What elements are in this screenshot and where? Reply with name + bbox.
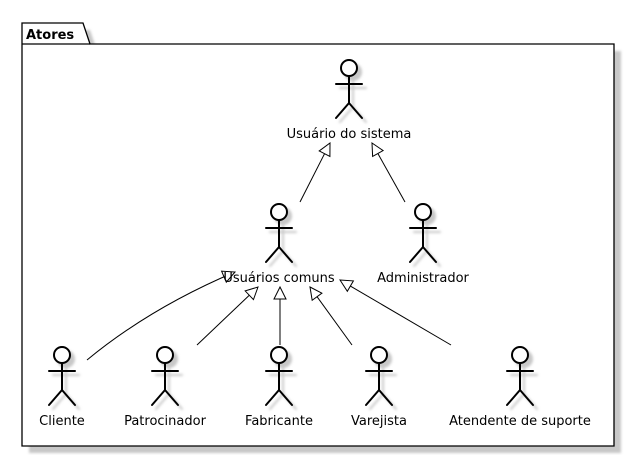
generalization-patrocinador xyxy=(196,286,259,346)
actor-icon xyxy=(365,346,393,406)
generalization-arrowhead xyxy=(220,270,237,284)
actor-label: Varejista xyxy=(351,414,407,429)
generalization-usuarios-comuns xyxy=(299,142,331,203)
actor-icon xyxy=(265,203,293,263)
actor-administrador: Administrador xyxy=(377,203,470,286)
generalization-administrador xyxy=(371,142,406,203)
actor-label: Usuários comuns xyxy=(223,271,335,286)
package-atores: Atores xyxy=(21,22,621,453)
actor-usuarios-comuns: Usuários comuns xyxy=(223,203,335,286)
generalization-varejista xyxy=(309,286,353,346)
actor-label: Patrocinador xyxy=(124,414,207,429)
generalization-arrowhead xyxy=(309,286,323,302)
generalization-atendente xyxy=(339,279,452,346)
actor-label: Administrador xyxy=(377,271,469,286)
actor-icon xyxy=(265,346,293,406)
generalization-edges xyxy=(86,142,452,361)
generalization-cliente xyxy=(86,270,237,361)
actor-patrocinador: Patrocinador xyxy=(124,346,207,429)
generalization-fabricante xyxy=(273,285,287,345)
actor-label: Fabricante xyxy=(245,414,313,429)
actor-label: Cliente xyxy=(39,414,85,429)
generalization-arrowhead xyxy=(339,279,355,293)
actor-icon xyxy=(48,346,76,406)
actor-label: Usuário do sistema xyxy=(287,127,412,142)
actor-varejista: Varejista xyxy=(351,346,407,429)
actor-icon xyxy=(506,346,534,406)
actor-icon xyxy=(335,59,363,119)
actor-usuario-sistema: Usuário do sistema xyxy=(287,59,412,142)
generalization-arrowhead xyxy=(244,286,259,301)
actor-fabricante: Fabricante xyxy=(245,346,313,429)
actor-icon xyxy=(151,346,179,406)
generalization-arrowhead xyxy=(318,142,331,158)
generalization-arrowhead xyxy=(371,142,385,158)
actor-atendente: Atendente de suporte xyxy=(449,346,591,429)
actor-cliente: Cliente xyxy=(39,346,85,429)
generalization-arrowhead xyxy=(273,285,287,300)
actor-label: Atendente de suporte xyxy=(449,414,591,429)
package-title: Atores xyxy=(26,28,74,43)
actor-icon xyxy=(409,203,437,263)
